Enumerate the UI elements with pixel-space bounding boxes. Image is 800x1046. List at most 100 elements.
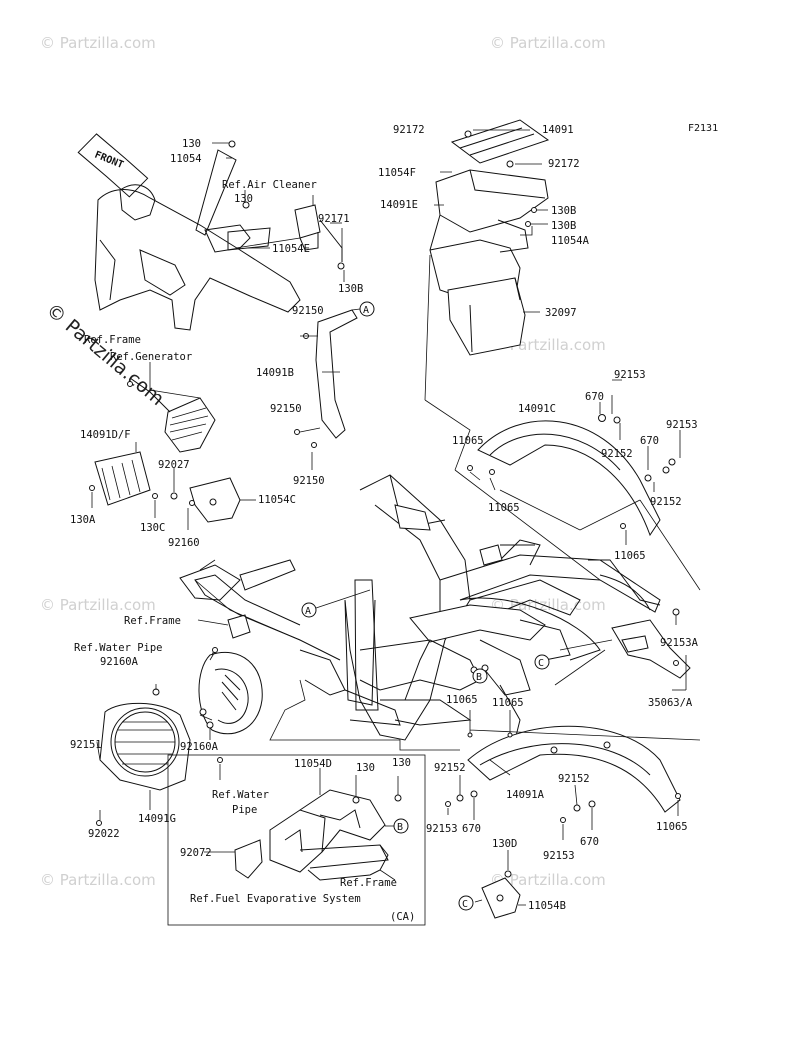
part-label: 11054A: [551, 235, 590, 247]
generator-cover: [96, 647, 263, 826]
reference-label: Ref.Water: [212, 789, 269, 801]
part-label: 130D: [492, 838, 517, 850]
part-label: 92171: [318, 213, 350, 225]
part-label: 11054E: [272, 243, 310, 255]
bracket-14091b: [294, 309, 358, 470]
rear-fender-upper: [454, 379, 701, 591]
reference-label: Ref.Frame: [84, 334, 141, 346]
callout-c-center: C: [534, 654, 550, 670]
callout-a-top: A: [351, 301, 375, 317]
reference-label: Ref.Frame: [124, 615, 181, 627]
watermark: © Partzilla.com: [40, 596, 156, 614]
part-label: 11054D: [294, 758, 332, 770]
leaders-top-left: [212, 142, 345, 282]
callout-b: B: [397, 822, 403, 833]
part-label: 92027: [158, 459, 190, 471]
reference-label: Ref.Generator: [110, 351, 192, 363]
part-label: 130C: [140, 522, 165, 534]
part-label: 130B: [551, 205, 576, 217]
reference-label: Ref.Fuel Evaporative System: [190, 893, 361, 905]
callout-b-center: B: [472, 668, 488, 684]
part-label: 92160A: [180, 741, 219, 753]
reference-label: Pipe: [232, 804, 257, 816]
main-frame: [179, 474, 661, 751]
part-label: 92150: [292, 305, 324, 317]
inset-fuel-evaporative: [167, 754, 426, 926]
part-label: 14091C: [518, 403, 556, 415]
part-label: 92160A: [100, 656, 139, 668]
part-label: 14091A: [506, 789, 545, 801]
callout-b-inset: B: [385, 818, 409, 834]
front-arrow: FRONT: [77, 133, 149, 198]
part-label: 11065: [492, 697, 524, 709]
part-label: 130: [182, 138, 201, 150]
part-label: 14091E: [380, 199, 418, 211]
part-label: 11065: [656, 821, 688, 833]
part-label: 130B: [338, 283, 363, 295]
part-label: 130: [356, 762, 375, 774]
frame-head-area: [94, 140, 345, 331]
part-label: 670: [462, 823, 481, 835]
part-label: 14091: [542, 124, 574, 136]
part-label: 11054F: [378, 167, 416, 179]
reference-label: Ref.Frame: [340, 877, 397, 889]
part-label: 14091B: [256, 367, 294, 379]
rear-fender-lower: [445, 710, 701, 840]
battery-area: [424, 119, 550, 471]
part-label: 11065: [488, 502, 520, 514]
part-label: 130A: [70, 514, 96, 526]
part-label: 92153A: [660, 637, 699, 649]
part-label: 92152: [434, 762, 466, 774]
part-label: 11054C: [258, 494, 296, 506]
part-label: 92072: [180, 847, 212, 859]
watermark: © Partzilla.com: [40, 871, 156, 889]
watermark: © Partzilla.com: [40, 34, 156, 52]
watermark: © Partzilla.com: [490, 34, 606, 52]
part-label: 130: [234, 193, 253, 205]
part-label: 92150: [293, 475, 325, 487]
watermark: © Partzilla.com: [490, 871, 606, 889]
part-label: 92153: [543, 850, 575, 862]
part-label: 11065: [452, 435, 484, 447]
part-label: 92150: [270, 403, 302, 415]
part-label: 32097: [545, 307, 577, 319]
part-label: 14091D/F: [80, 429, 131, 441]
bracket-35063: [554, 608, 691, 691]
part-label: 92022: [88, 828, 120, 840]
callout-a-center: A: [301, 589, 371, 618]
part-label: 670: [580, 836, 599, 848]
part-label: 92153: [614, 369, 646, 381]
part-label: 35063/A: [648, 697, 693, 709]
part-label: 92153: [426, 823, 458, 835]
part-label: 92172: [393, 124, 425, 136]
callout-c: C: [538, 658, 544, 669]
inset-note: (CA): [390, 911, 415, 923]
callout-b: B: [476, 672, 482, 683]
part-label: 92152: [601, 448, 633, 460]
part-label: 14091G: [138, 813, 176, 825]
part-label: 130: [392, 757, 411, 769]
callout-a: A: [363, 305, 369, 316]
part-label: 92153: [666, 419, 698, 431]
part-label: 92172: [548, 158, 580, 170]
part-label: 11065: [614, 550, 646, 562]
callout-c-bottom: C: [458, 895, 474, 911]
part-label: 11054B: [528, 900, 566, 912]
callout-c: C: [462, 899, 468, 910]
bracket-11054b: [474, 850, 526, 919]
part-label: 670: [640, 435, 659, 447]
inset-border: [167, 754, 426, 926]
part-label: 11065: [446, 694, 478, 706]
reference-label: Ref.Air Cleaner: [222, 179, 317, 191]
part-label: 130B: [551, 220, 576, 232]
part-label: 92160: [168, 537, 200, 549]
part-label: 92152: [650, 496, 682, 508]
regulator: [89, 362, 256, 530]
part-label: 11054: [170, 153, 202, 165]
figure-id: F2131: [688, 123, 718, 134]
part-label: 670: [585, 391, 604, 403]
part-label: 92152: [558, 773, 590, 785]
callout-a: A: [305, 606, 311, 617]
